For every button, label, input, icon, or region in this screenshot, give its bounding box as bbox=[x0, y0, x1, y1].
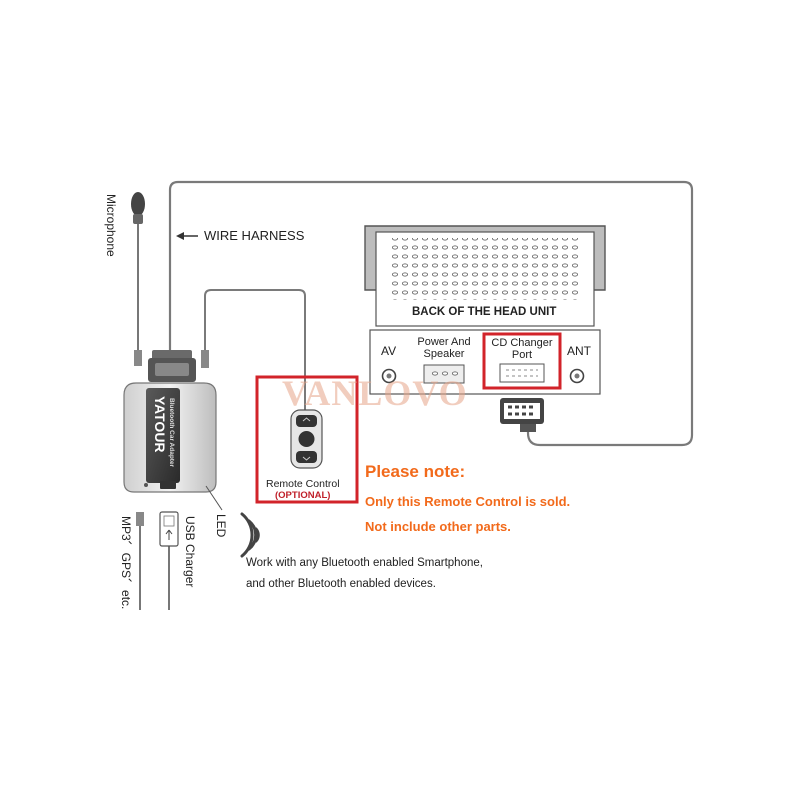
adapter-name-label: Bluetooth Car Adapter bbox=[168, 398, 175, 468]
remote-control-icon bbox=[290, 409, 323, 469]
cd-changer-line2: Port bbox=[511, 349, 533, 361]
remote-highlight bbox=[255, 375, 359, 504]
usb-charger-label: USB Charger bbox=[183, 516, 197, 588]
remote-plug bbox=[201, 350, 209, 368]
harness-connector-icon bbox=[148, 350, 196, 382]
ant-label: ANT bbox=[567, 344, 591, 358]
cd-changer-line1: CD Changer bbox=[491, 337, 553, 349]
usb-plug-icon bbox=[159, 511, 179, 547]
microphone-icon bbox=[131, 192, 145, 366]
note-title: Please note: bbox=[365, 462, 466, 481]
remote-cable bbox=[204, 289, 306, 412]
remote-control-label: Remote Control bbox=[266, 478, 340, 490]
power-speaker-line1: Power And bbox=[417, 336, 471, 348]
head-unit-title: BACK OF THE HEAD UNIT bbox=[412, 306, 557, 318]
note-line-2: Not include other parts. bbox=[365, 519, 511, 534]
cd-changer-plug-icon bbox=[500, 398, 544, 432]
bluetooth-wave-icon bbox=[240, 512, 260, 558]
brand-label: YATOUR bbox=[152, 396, 168, 453]
head-unit bbox=[364, 225, 606, 395]
microphone-label: Microphone bbox=[104, 194, 118, 257]
bluetooth-adapter-box bbox=[123, 382, 217, 493]
wire-harness-arrow-icon bbox=[176, 232, 198, 240]
power-speaker-label: Power And Speaker bbox=[412, 336, 476, 360]
cd-changer-label: CD Changer Port bbox=[486, 337, 558, 361]
bluetooth-text-2: and other Bluetooth enabled devices. bbox=[246, 578, 436, 590]
led-label: LED bbox=[214, 514, 228, 538]
cd-changer-highlight bbox=[482, 332, 562, 390]
watermark: VANLOVO bbox=[282, 373, 468, 413]
wire-harness-label: WIRE HARNESS bbox=[204, 228, 305, 243]
led-pointer bbox=[205, 485, 223, 511]
wire-harness-cable bbox=[168, 180, 694, 447]
bluetooth-text-1: Work with any Bluetooth enabled Smartpho… bbox=[246, 557, 483, 569]
optional-label: (OPTIONAL) bbox=[275, 490, 331, 501]
mp3-gps-label: MP3、GPS、etc. bbox=[119, 516, 133, 610]
note-line-1: Only this Remote Control is sold. bbox=[365, 494, 571, 509]
power-speaker-line2: Speaker bbox=[423, 348, 465, 360]
av-label: AV bbox=[381, 344, 397, 358]
